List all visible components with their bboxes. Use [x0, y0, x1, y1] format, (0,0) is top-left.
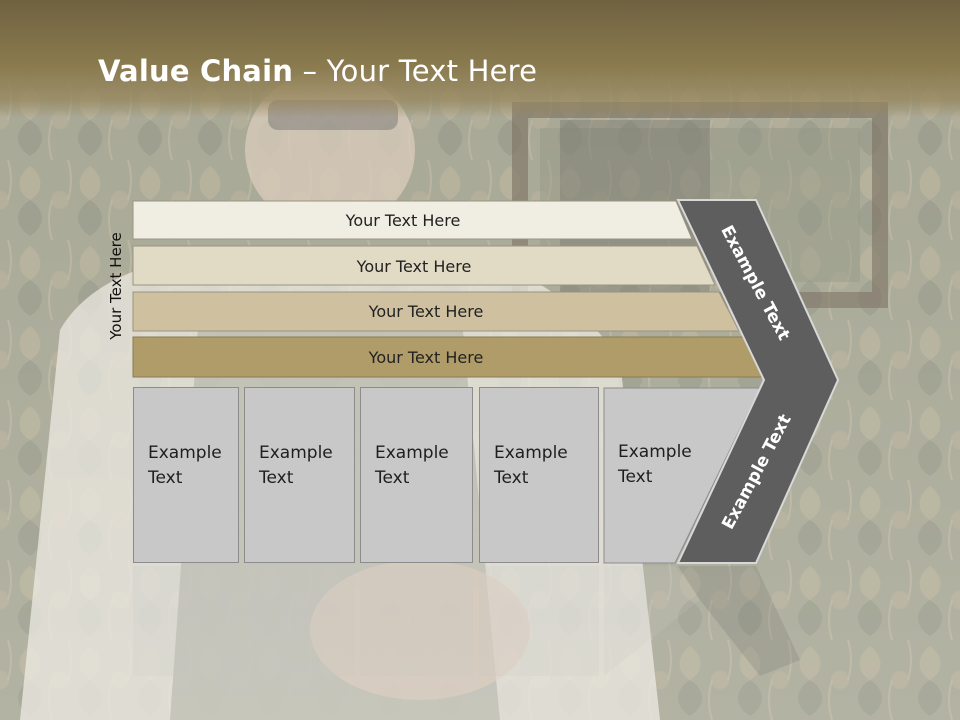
- slide-title: Value Chain – Your Text Here: [98, 54, 537, 88]
- title-bold: Value Chain: [98, 54, 294, 88]
- box-3-line-2: Text: [375, 468, 410, 488]
- header-band: [0, 0, 960, 118]
- support-box-2: Example Text: [244, 387, 355, 563]
- row-4-label: Your Text Here: [368, 347, 484, 367]
- support-box-5: Example Text: [604, 387, 714, 563]
- box-5-line-2: Text: [618, 467, 653, 487]
- support-box-4: Example Text: [479, 387, 599, 563]
- support-box-3: Example Text: [360, 387, 473, 563]
- box-5-shape: [603, 387, 761, 564]
- row-3-shape: [132, 291, 740, 332]
- box-4-line-2: Text: [494, 468, 529, 488]
- box-1-line-2: Text: [148, 468, 183, 488]
- box-3-line-1: Example: [375, 443, 449, 463]
- row-1-shape: [132, 200, 693, 240]
- box-5-line-1: Example: [618, 442, 692, 462]
- chevron-arrow: [676, 199, 840, 564]
- reflection: [133, 566, 800, 676]
- box-1-line-1: Example: [148, 443, 222, 463]
- row-3-label: Your Text Here: [368, 301, 484, 321]
- row-4: Your Text Here: [133, 337, 739, 377]
- row-2-label: Your Text Here: [356, 256, 472, 276]
- row-1-label: Your Text Here: [345, 210, 461, 230]
- support-box-1: Example Text: [133, 387, 239, 563]
- row-2-shape: [132, 245, 716, 286]
- row-3: Your Text Here: [133, 291, 739, 331]
- box-2-line-1: Example: [259, 443, 333, 463]
- row-1: Your Text Here: [133, 200, 693, 240]
- row-2: Your Text Here: [133, 246, 715, 286]
- box-2-line-2: Text: [259, 468, 294, 488]
- title-rest: – Your Text Here: [293, 54, 538, 88]
- box-4-line-1: Example: [494, 443, 568, 463]
